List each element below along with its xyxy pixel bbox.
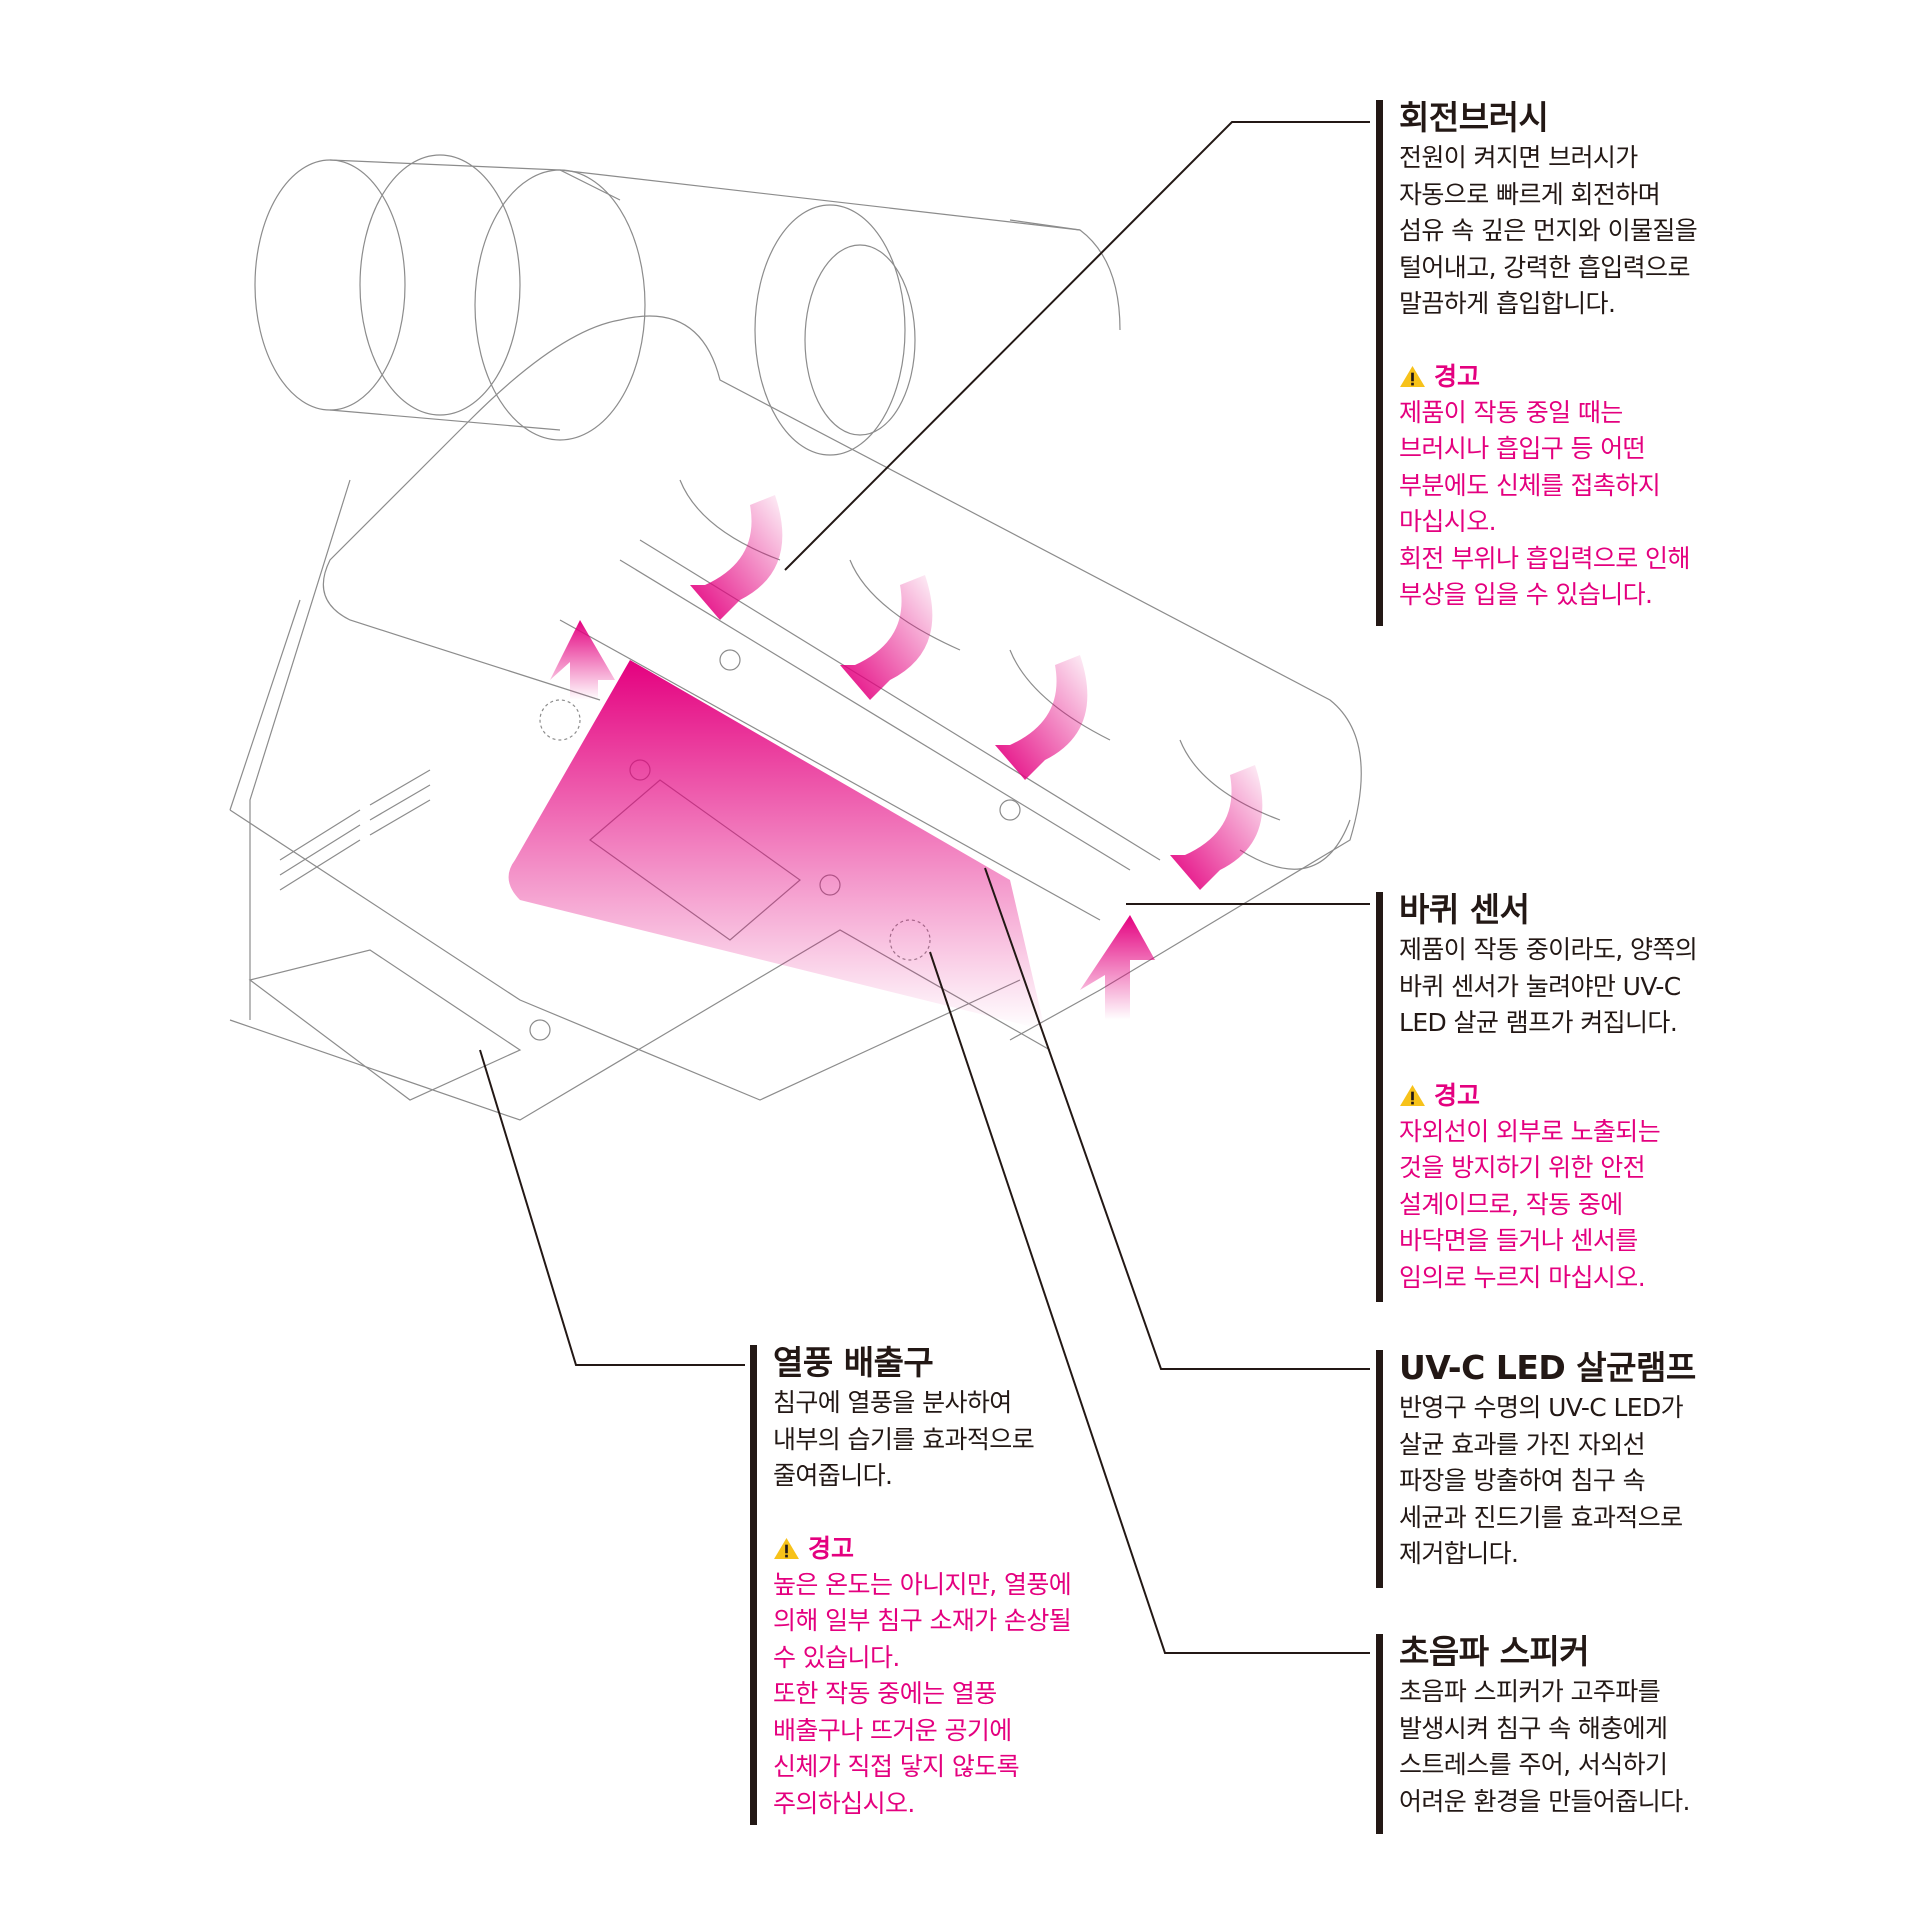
leader-lines bbox=[479, 121, 1370, 1654]
leader-uvc bbox=[984, 867, 1370, 1370]
callout-ultrasonic-speaker: 초음파 스피커 초음파 스피커가 고주파를 발생시켜 침구 속 해충에게 스트레… bbox=[1376, 1632, 1690, 1834]
warning-heading: 경고 bbox=[773, 1531, 1071, 1567]
callout-title: UV-C LED 살균램프 bbox=[1399, 1348, 1696, 1387]
warning-icon bbox=[1400, 365, 1425, 388]
callout-hot-air-outlet: 열풍 배출구 침구에 열풍을 분사하여 내부의 습기를 효과적으로 줄여줍니다.… bbox=[750, 1343, 1072, 1825]
callout-title: 열풍 배출구 bbox=[773, 1343, 934, 1382]
callout-body: 침구에 열풍을 분사하여 내부의 습기를 효과적으로 줄여줍니다. bbox=[773, 1388, 1035, 1490]
brush-rotation-arrows bbox=[690, 495, 1263, 890]
callout-body: 초음파 스피커가 고주파를 발생시켜 침구 속 해충에게 스트레스를 주어, 서… bbox=[1399, 1677, 1690, 1816]
warning-icon bbox=[774, 1537, 799, 1560]
callout-title: 초음파 스피커 bbox=[1399, 1632, 1590, 1671]
airflow-arrow-right bbox=[1080, 915, 1155, 1020]
rotation-arrow-1 bbox=[690, 495, 783, 620]
airflow-arrow-left bbox=[550, 620, 615, 700]
callout-body: 제품이 작동 중이라도, 양쪽의 바퀴 센서가 눌려야만 UV-C LED 살균… bbox=[1399, 935, 1698, 1037]
leader-brush bbox=[784, 121, 1370, 571]
warning-label: 경고 bbox=[808, 1533, 855, 1563]
callout-wheel-sensor: 바퀴 센서 제품이 작동 중이라도, 양쪽의 바퀴 센서가 눌려야만 UV-C … bbox=[1376, 890, 1698, 1302]
rotation-arrow-3 bbox=[995, 655, 1088, 780]
callout-body: 전원이 켜지면 브러시가 자동으로 빠르게 회전하며 섬유 속 깊은 먼지와 이… bbox=[1399, 143, 1698, 318]
callout-uvc-lamp: UV-C LED 살균램프 반영구 수명의 UV-C LED가 살균 효과를 가… bbox=[1376, 1348, 1696, 1588]
callout-title: 회전브러시 bbox=[1399, 98, 1549, 137]
rotation-arrow-2 bbox=[840, 575, 933, 700]
device-line-art bbox=[229, 154, 1362, 1121]
leader-sonic bbox=[929, 951, 1370, 1654]
callout-title: 바퀴 센서 bbox=[1399, 890, 1530, 929]
warning-text: 자외선이 외부로 노출되는 것을 방지하기 위한 안전 설계이므로, 작동 중에… bbox=[1399, 1116, 1661, 1292]
callout-rotating-brush: 회전브러시 전원이 켜지면 브러시가 자동으로 빠르게 회전하며 섬유 속 깊은… bbox=[1376, 98, 1698, 626]
warning-icon bbox=[1400, 1084, 1425, 1107]
leader-heat bbox=[479, 1049, 745, 1366]
uv-light-beam bbox=[508, 660, 1046, 1030]
warning-label: 경고 bbox=[1434, 361, 1481, 391]
warning-text: 높은 온도는 아니지만, 열풍에 의해 일부 침구 소재가 손상될 수 있습니다… bbox=[773, 1569, 1072, 1818]
warning-heading: 경고 bbox=[1399, 359, 1697, 395]
warning-label: 경고 bbox=[1434, 1080, 1481, 1110]
warning-text: 제품이 작동 중일 때는 브러시나 흡입구 등 어떤 부분에도 신체를 접촉하지… bbox=[1399, 397, 1690, 610]
callout-body: 반영구 수명의 UV-C LED가 살균 효과를 가진 자외선 파장을 방출하여… bbox=[1399, 1393, 1684, 1568]
warning-heading: 경고 bbox=[1399, 1078, 1697, 1114]
rotation-arrow-4 bbox=[1170, 765, 1263, 890]
